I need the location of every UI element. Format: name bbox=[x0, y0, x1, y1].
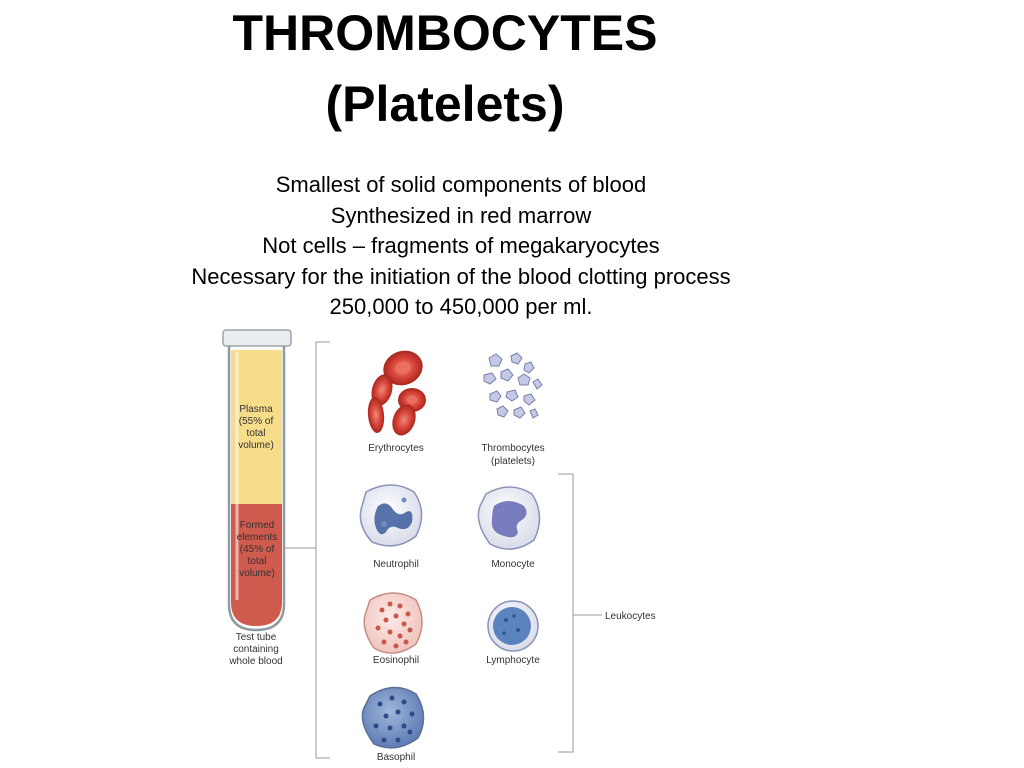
leukocytes-label: Leukocytes bbox=[605, 611, 656, 622]
plasma-label-line: volume) bbox=[238, 440, 274, 451]
lymphocyte-label: Lymphocyte bbox=[486, 655, 540, 666]
formed-label-line: Formed bbox=[240, 520, 274, 531]
monocyte-label: Monocyte bbox=[491, 559, 535, 570]
formed-elements-bracket bbox=[315, 341, 330, 759]
formed-label-line: elements bbox=[237, 532, 278, 543]
formed-label-line: (45% of bbox=[240, 544, 275, 555]
fact-item: Smallest of solid components of blood bbox=[275, 172, 647, 197]
tube-caption-line: containing bbox=[233, 644, 279, 655]
formed-elements-layer bbox=[231, 504, 282, 626]
formed-label-line: total bbox=[248, 556, 267, 567]
tube-glass bbox=[227, 346, 286, 632]
neutrophil-label: Neutrophil bbox=[373, 559, 419, 570]
basophil-illustration bbox=[361, 686, 425, 749]
slide-title-line-2: (Platelets) bbox=[325, 76, 565, 132]
thrombocytes-label-line: (platelets) bbox=[491, 456, 535, 467]
monocyte-illustration bbox=[477, 486, 541, 550]
erythrocytes-label: Erythrocytes bbox=[368, 443, 424, 454]
neutrophil-illustration bbox=[359, 484, 423, 547]
thrombocytes-label-line: Thrombocytes bbox=[481, 443, 544, 454]
eosinophil-illustration bbox=[363, 592, 423, 654]
slide-title-line-1: THROMBOCYTES bbox=[232, 5, 658, 61]
leukocytes-bracket bbox=[558, 473, 574, 753]
formed-label-line: volume) bbox=[239, 568, 275, 579]
plasma-label-line: total bbox=[247, 428, 266, 439]
eosinophil-label: Eosinophil bbox=[373, 655, 419, 666]
plasma-label-line: Plasma bbox=[239, 404, 273, 415]
basophil-label: Basophil bbox=[377, 752, 415, 763]
fact-item: Necessary for the initiation of the bloo… bbox=[191, 263, 731, 289]
lymphocyte-illustration bbox=[487, 600, 539, 652]
fact-list: Smallest of solid components of blood Sy… bbox=[0, 170, 922, 323]
test-tube: Plasma (55% of total volume) Formed elem… bbox=[222, 329, 292, 667]
erythrocytes-illustration bbox=[367, 350, 426, 436]
plasma-label-line: (55% of bbox=[239, 416, 274, 427]
tube-caption-line: whole blood bbox=[228, 656, 282, 667]
fact-item: Synthesized in red marrow bbox=[330, 202, 592, 228]
fact-item: 250,000 to 450,000 per ml. bbox=[329, 294, 593, 319]
fact-item: Not cells – fragments of megakaryocytes bbox=[262, 233, 660, 258]
tube-caption-line: Test tube bbox=[236, 632, 277, 643]
thrombocytes-illustration bbox=[483, 352, 543, 419]
tube-rim bbox=[222, 329, 292, 347]
